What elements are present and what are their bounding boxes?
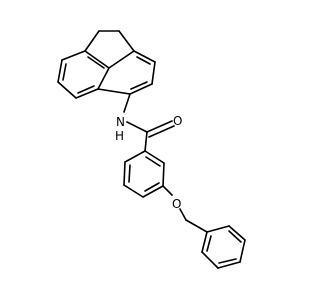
bond-ch2-ring	[185, 219, 208, 233]
bond	[142, 185, 164, 198]
amide-n-label: N	[116, 115, 125, 129]
bond	[201, 251, 219, 269]
double-bond-inner	[62, 63, 67, 81]
acenaphthene-group	[57, 30, 156, 113]
bond-ring-o	[162, 185, 173, 196]
bond	[108, 50, 135, 69]
bond	[123, 161, 126, 186]
double-bond-inner	[130, 81, 148, 90]
bond	[217, 261, 241, 269]
bond	[144, 150, 165, 164]
bond-carbonyl-ring	[144, 131, 148, 152]
bond-c-o-1	[146, 120, 173, 133]
bond-aryl-n	[123, 93, 131, 113]
bond	[201, 231, 208, 253]
ether-o-label: O	[172, 197, 181, 211]
double-bond-inner	[87, 56, 105, 69]
bond	[57, 59, 63, 83]
bond-ch2-ring-right	[118, 30, 135, 52]
bond	[123, 184, 144, 198]
bond	[206, 225, 230, 233]
bond	[84, 50, 110, 69]
double-bond-inner	[128, 164, 131, 183]
double-bond-inner	[145, 156, 161, 167]
bond	[151, 61, 156, 85]
background	[0, 0, 300, 300]
bond	[57, 81, 77, 99]
bond	[133, 50, 156, 63]
amide-group	[126, 120, 175, 152]
bond-o-ch2	[179, 208, 187, 221]
molecule-structure: N H O O	[0, 0, 300, 300]
double-bond-inner	[218, 258, 237, 264]
bond	[97, 67, 110, 90]
bond	[61, 50, 86, 61]
bond	[124, 150, 146, 163]
carbonyl-o-label: O	[173, 114, 182, 128]
double-bond-inner	[206, 235, 212, 252]
structure-canvas: N H O O	[0, 0, 300, 300]
benzamide-ring	[123, 150, 173, 198]
bond	[75, 88, 99, 99]
double-bond-inner	[228, 230, 242, 243]
bond-ring-fusion	[97, 88, 131, 95]
bond-n-carbonyl	[126, 121, 148, 133]
bond-c-o-2	[148, 125, 175, 138]
bond-ch2-ring-left	[84, 30, 100, 52]
double-bond-inner	[77, 85, 95, 94]
bond	[162, 162, 165, 187]
double-bond-inner	[144, 182, 160, 192]
amide-h-label: H	[115, 129, 124, 143]
bond	[228, 225, 246, 241]
bond	[129, 83, 153, 95]
benzyl-group	[179, 208, 246, 269]
double-bond-inner	[136, 56, 151, 65]
bond	[239, 239, 246, 263]
